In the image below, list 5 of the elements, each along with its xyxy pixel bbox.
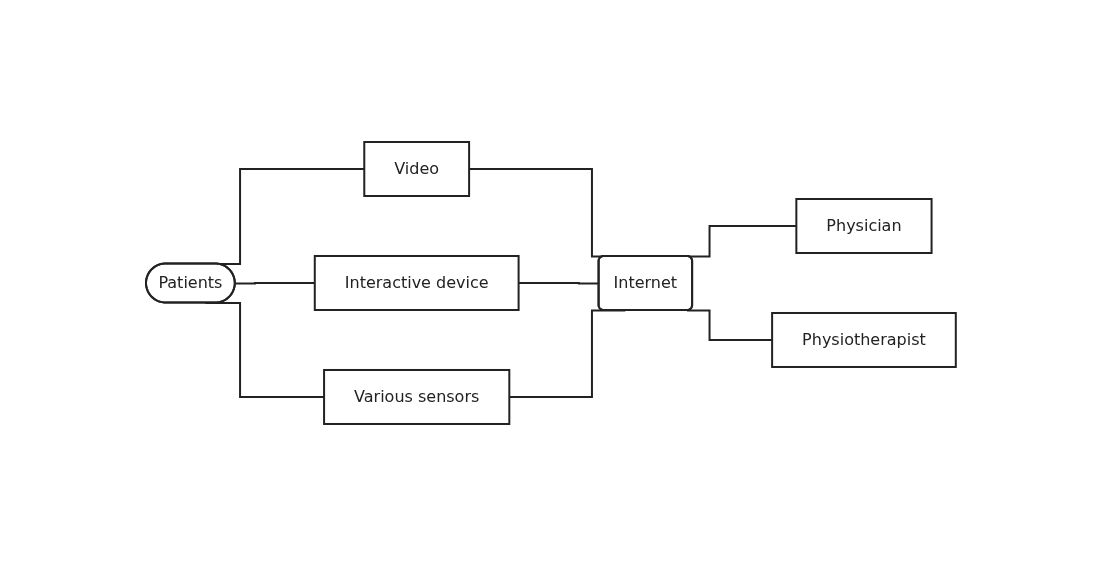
node-box: Various sensors bbox=[322, 369, 510, 425]
node-box: Physician bbox=[794, 198, 933, 254]
node-box: Video bbox=[362, 141, 470, 197]
node-box: Physiotherapist bbox=[770, 312, 957, 368]
node-box: Interactive device bbox=[313, 255, 520, 311]
